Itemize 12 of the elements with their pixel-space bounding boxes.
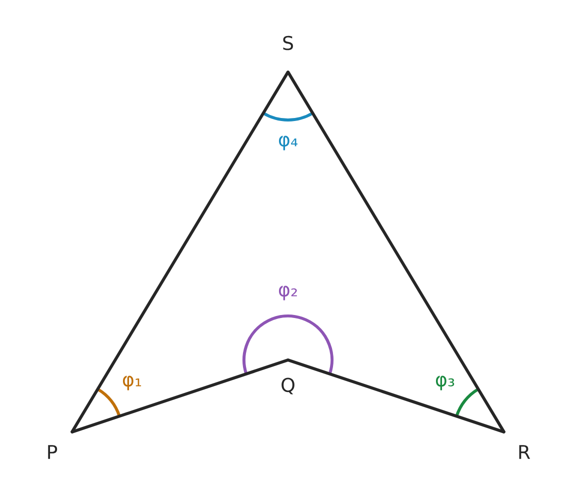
vertex-label: S <box>283 36 293 50</box>
vertex-label: P <box>48 445 58 459</box>
angle-label: φ₁ <box>122 376 142 390</box>
vertex-label: R <box>519 445 530 459</box>
angle-label: φ₄ <box>278 136 298 150</box>
side-line <box>70 358 290 434</box>
angle-label: φ₂ <box>278 286 297 300</box>
side-line <box>286 358 506 434</box>
side-line <box>70 70 290 434</box>
vertex-label: Q <box>282 378 294 394</box>
angle-label: φ₃ <box>436 376 454 390</box>
side-line <box>286 70 506 434</box>
